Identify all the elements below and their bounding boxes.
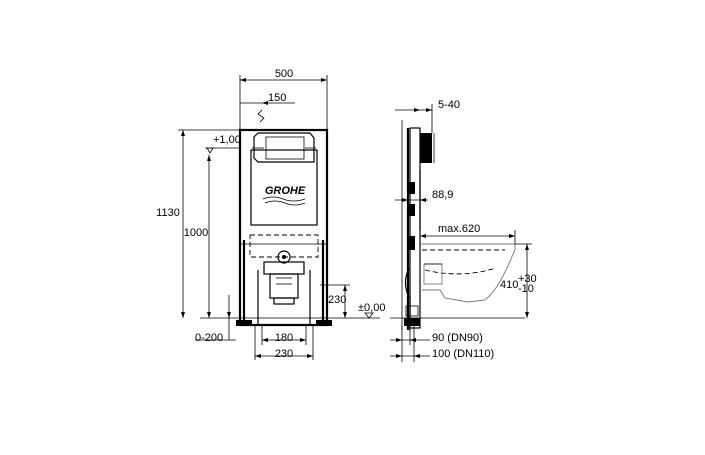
- mount-area-dashed: [249, 234, 319, 258]
- dim-outer-spacing-label: 230: [275, 348, 293, 360]
- dim-inner-spacing-label: 180: [275, 332, 293, 344]
- dim-adjust-label: 0-200: [195, 332, 223, 344]
- dim-offset-label: 150: [268, 92, 286, 104]
- water-inlet-symbol: [257, 109, 265, 123]
- side-frame: [409, 127, 421, 329]
- dim-width-label: 500: [275, 68, 293, 80]
- dim-seat-tol-plus: +30: [518, 273, 537, 285]
- logo-wave: [262, 196, 306, 202]
- dim-outlet-dn90-label: 90 (DN90): [432, 332, 483, 344]
- dim-seat-height-label: 410: [500, 279, 518, 291]
- flush-opening: [253, 132, 315, 163]
- foot-right: [316, 320, 332, 326]
- front-view: GROHE 500 150: [156, 68, 385, 360]
- drain-connector: [277, 250, 291, 264]
- dim-outlet-dn110-label: 100 (DN110): [432, 348, 494, 360]
- dim-height-flush-label: 1000: [184, 227, 208, 239]
- dim-seat-tol-minus: -10: [518, 283, 534, 295]
- side-view: 5-40 88,9 max.620 410 +30 -10 90 (DN90) …: [390, 99, 537, 362]
- bowl-outlet: [423, 263, 443, 285]
- foot-left: [236, 320, 252, 326]
- dim-plate-depth-label: 88,9: [432, 189, 453, 201]
- level-top-label: +1,00: [213, 134, 241, 146]
- level-zero-label: ±0,00: [358, 302, 385, 314]
- dim-max-length-label: max.620: [438, 223, 480, 235]
- toilet-bowl: [420, 243, 516, 303]
- dim-wall-range-label: 5-40: [438, 99, 460, 111]
- frame-outline: [238, 128, 329, 327]
- actuator-plate: [420, 133, 432, 163]
- side-drain-pipe: [404, 267, 411, 330]
- brand-logo: GROHE: [265, 185, 306, 197]
- flush-plate-outline: [265, 136, 305, 160]
- dim-height-total-label: 1130: [156, 207, 180, 219]
- dim-outlet-height-label: 230: [328, 294, 346, 306]
- cistern-body: [250, 149, 318, 226]
